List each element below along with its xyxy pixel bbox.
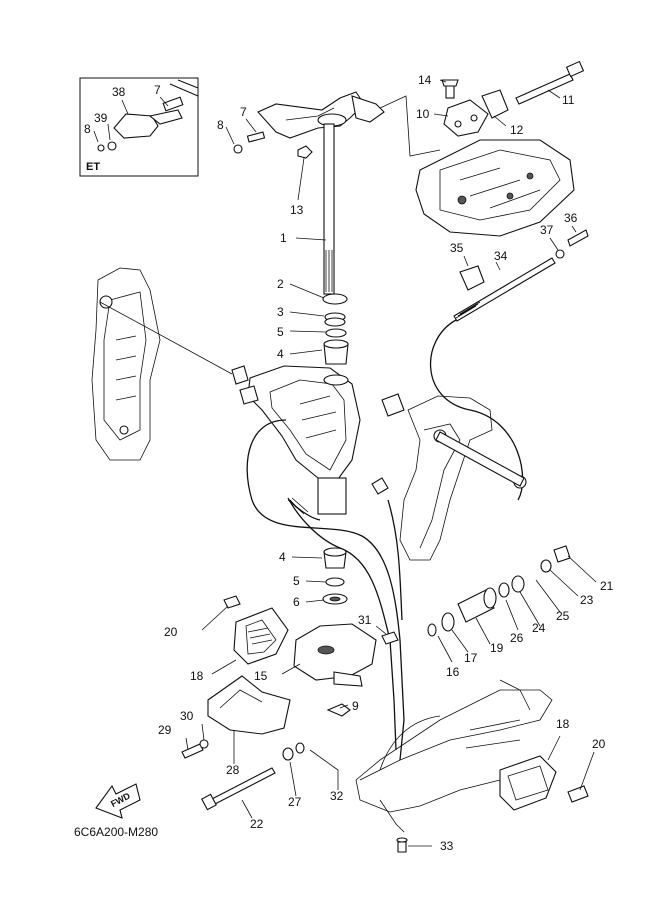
callout-8-inset: 8 <box>84 122 91 136</box>
clamp-bracket-parts-10-14 <box>441 79 509 137</box>
callout-11: 11 <box>562 93 575 107</box>
callout-5-upper: 5 <box>277 325 284 339</box>
lower-casing <box>355 679 553 833</box>
callout-6: 6 <box>293 595 300 609</box>
callout-3: 3 <box>277 305 284 319</box>
callout-36: 36 <box>564 211 578 225</box>
cover-28 <box>181 675 291 759</box>
callout-1: 1 <box>280 231 287 245</box>
callout-7-inset: 7 <box>154 83 161 97</box>
callout-8-main: 8 <box>217 118 224 132</box>
callout-9: 9 <box>352 699 359 713</box>
callout-7-main: 7 <box>240 105 247 119</box>
callout-31: 31 <box>358 613 372 627</box>
callout-37: 37 <box>540 223 554 237</box>
clamp-bracket-left <box>91 267 161 461</box>
cover-18-left <box>223 595 289 665</box>
callout-29: 29 <box>158 723 172 737</box>
callout-5-lower: 5 <box>293 574 300 588</box>
callout-22: 22 <box>250 817 264 831</box>
callout-17: 17 <box>464 651 478 665</box>
mount-stack-right <box>427 545 571 637</box>
callout-10: 10 <box>416 107 430 121</box>
bolt-22-washer-27 <box>201 742 305 811</box>
callout-27: 27 <box>288 795 302 809</box>
shift-rod-34 <box>429 257 556 501</box>
callout-18-right: 18 <box>556 717 570 731</box>
fwd-arrow-icon: FWD <box>95 783 141 819</box>
callout-16: 16 <box>446 665 460 679</box>
rod-clip-35 <box>459 265 485 291</box>
callout-18-left: 18 <box>190 669 204 683</box>
diagram-reference-code: 6C6A200-M280 <box>74 825 158 839</box>
callout-14: 14 <box>418 73 432 87</box>
ground-wire-31 <box>381 631 399 645</box>
callout-35: 35 <box>450 241 464 255</box>
callout-30: 30 <box>180 709 194 723</box>
callout-20-right: 20 <box>592 737 606 751</box>
leader-lines <box>93 79 597 847</box>
bottom-cowling-plate <box>415 139 575 237</box>
callout-24: 24 <box>532 621 546 635</box>
stud-dotted-link <box>379 95 441 157</box>
lower-yoke-15 <box>293 623 377 717</box>
lower-bushings <box>322 547 348 605</box>
wiring-harness <box>246 419 405 761</box>
callout-23: 23 <box>580 593 594 607</box>
callout-33: 33 <box>440 839 454 853</box>
screw-36-washer-37 <box>555 229 589 259</box>
callout-4-lower: 4 <box>279 550 286 564</box>
callout-numbers: 1 2 3 5 4 4 5 6 7 7 8 8 9 10 11 12 13 14… <box>84 73 614 853</box>
callout-25: 25 <box>556 609 570 623</box>
shaft-washers-bushings <box>322 293 349 365</box>
callout-34: 34 <box>494 249 508 263</box>
callout-28: 28 <box>226 763 240 777</box>
callout-21: 21 <box>600 579 614 593</box>
et-inset-box: ET <box>79 77 199 177</box>
tilt-pin-line <box>99 301 233 375</box>
cover-18-right <box>499 755 589 811</box>
callout-19: 19 <box>490 641 504 655</box>
clamp-bracket-right <box>399 395 527 561</box>
callout-2: 2 <box>277 277 284 291</box>
et-label: ET <box>86 161 100 173</box>
callout-20-left: 20 <box>164 625 178 639</box>
callout-4-upper: 4 <box>277 347 284 361</box>
callout-26: 26 <box>510 631 524 645</box>
steering-shaft <box>323 123 335 295</box>
swivel-bracket-center <box>231 365 405 515</box>
steering-arm <box>233 91 385 159</box>
screw-33 <box>396 837 408 853</box>
callout-15: 15 <box>254 669 268 683</box>
callout-13: 13 <box>290 203 304 217</box>
long-bolt-11 <box>515 60 585 105</box>
callout-12: 12 <box>510 123 524 137</box>
callout-32: 32 <box>330 789 344 803</box>
callout-39: 39 <box>94 111 108 125</box>
callout-38: 38 <box>112 85 126 99</box>
